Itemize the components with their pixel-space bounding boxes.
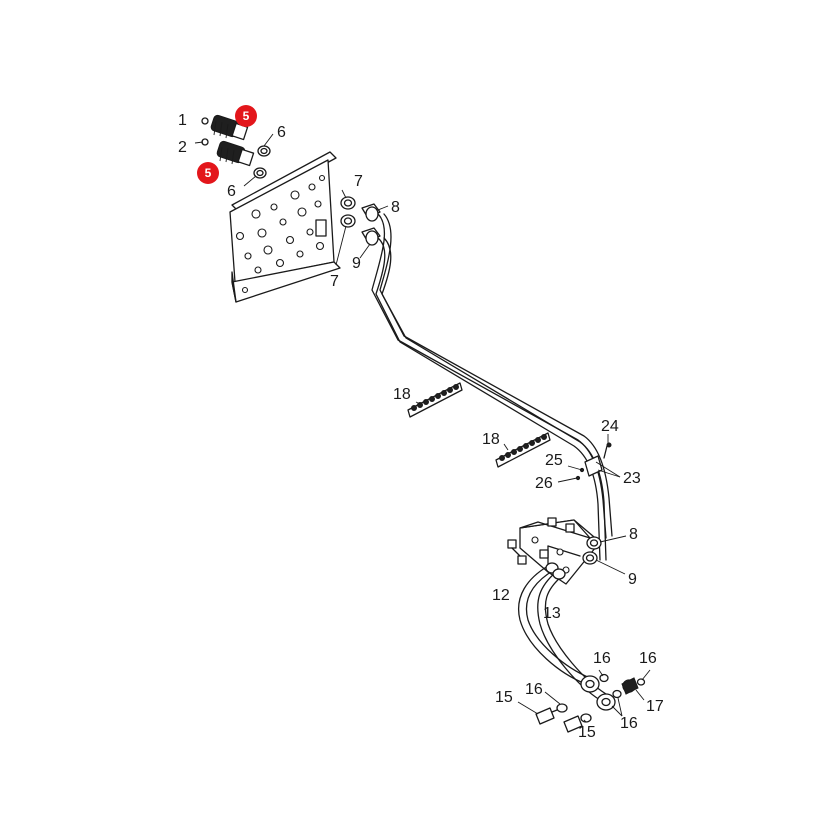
callout-26: 26 — [535, 475, 553, 492]
callout-8-top: 8 — [391, 199, 400, 216]
clamp-strip-18-upper — [407, 382, 463, 418]
callout-1: 1 — [178, 112, 187, 129]
callout-7-upper: 7 — [354, 173, 363, 190]
fitting-8-top — [361, 203, 381, 222]
badge-5-lower-text: 5 — [205, 166, 212, 180]
quick-coupler-upper — [201, 114, 271, 157]
pipe-bracket-23 — [575, 442, 612, 481]
callout-2: 2 — [178, 139, 187, 156]
callout-17: 17 — [646, 698, 664, 715]
elbow-fittings — [580, 673, 646, 711]
callout-6-upper: 6 — [277, 124, 286, 141]
quick-coupler-lower — [201, 138, 267, 179]
callout-24: 24 — [601, 418, 619, 435]
callout-15-a: 15 — [495, 689, 513, 706]
callout-16-b: 16 — [639, 650, 657, 667]
callout-9-lower: 9 — [628, 571, 637, 588]
callout-23: 23 — [623, 470, 641, 487]
callout-6-lower: 6 — [227, 183, 236, 200]
washer-7-upper — [340, 196, 356, 210]
highlight-badge-5-upper: 5 — [235, 105, 257, 127]
callout-9-top: 9 — [352, 255, 361, 272]
mounting-plate — [229, 151, 341, 303]
callout-12: 12 — [492, 587, 510, 604]
callout-16-a: 16 — [593, 650, 611, 667]
valve-block — [507, 517, 601, 585]
hydraulic-lines-upper — [371, 213, 613, 561]
fitting-8-lower — [586, 536, 602, 550]
highlight-badge-5-lower: 5 — [197, 162, 219, 184]
callout-16-d: 16 — [620, 715, 638, 732]
callout-13: 13 — [543, 605, 561, 622]
callout-8-lower: 8 — [629, 526, 638, 543]
callout-18-upper: 18 — [393, 386, 411, 403]
washer-7-lower — [340, 214, 356, 228]
banjo-bolts-15 — [535, 703, 592, 733]
callout-16-c: 16 — [525, 681, 543, 698]
callout-7-lower: 7 — [330, 273, 339, 290]
callout-15-b: 15 — [578, 724, 596, 741]
callout-18-lower: 18 — [482, 431, 500, 448]
callout-25: 25 — [545, 452, 563, 469]
fitting-9-lower — [582, 551, 598, 565]
callout-labels: 1 2 6 6 7 7 8 9 18 18 24 25 26 23 8 9 12… — [178, 112, 664, 741]
clamp-strip-18-lower — [495, 432, 551, 468]
badge-5-upper-text: 5 — [243, 109, 250, 123]
fitting-9-top — [361, 227, 381, 246]
leader-lines — [194, 133, 651, 723]
